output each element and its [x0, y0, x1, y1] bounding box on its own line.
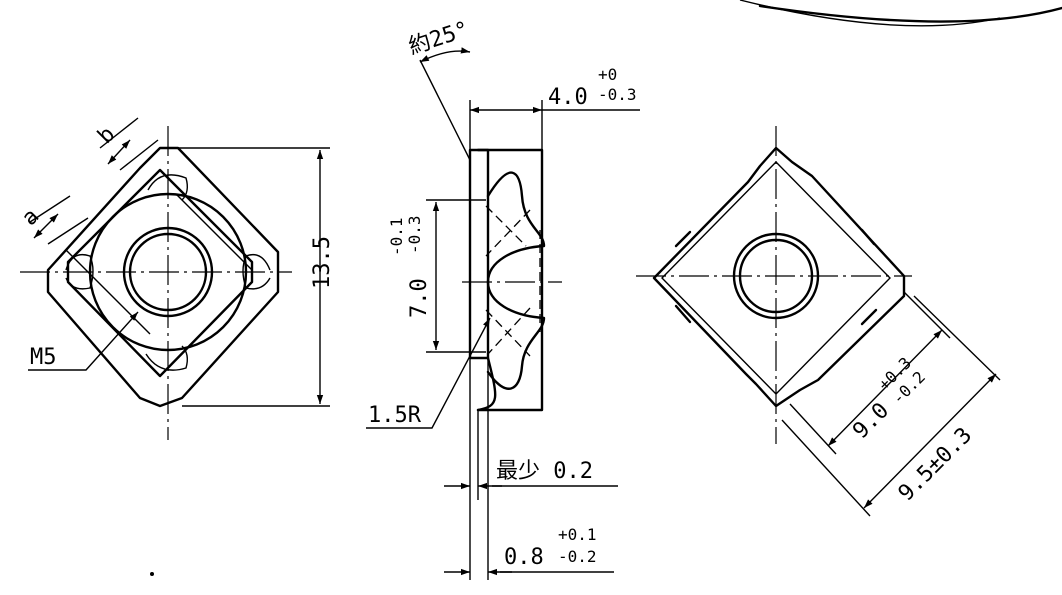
dim-height-side-lower: -0.3 — [405, 215, 424, 254]
label-m5: M5 — [30, 345, 57, 370]
dim-plate-value: 0.8 — [504, 545, 544, 570]
radius-label: 1.5R — [368, 403, 422, 428]
min-label: 最少 0.2 — [496, 459, 593, 484]
front-inner-outline — [66, 168, 254, 378]
back-view: 9.0 +0.3 -0.2 9.5±0.3 — [636, 0, 1062, 517]
dim-height-side-upper: -0.1 — [387, 217, 406, 256]
side-wave-profile — [486, 171, 546, 390]
side-block-outline — [476, 148, 544, 412]
front-lug-top — [147, 174, 189, 201]
front-lug-right — [242, 253, 271, 290]
dim-inner-value: 9.0 — [848, 398, 894, 444]
front-lug-bottom — [145, 345, 189, 371]
dim-height-front: 13.5 — [310, 236, 335, 289]
label-a: a — [17, 204, 44, 231]
dim-plate-upper: +0.1 — [558, 525, 597, 544]
dim-thickness-upper: +0 — [598, 65, 617, 84]
back-outer-outline — [652, 146, 906, 408]
front-outer-outline — [46, 146, 280, 408]
front-view: b a M5 13.5 — [17, 117, 335, 440]
dim-thickness-lower: -0.3 — [598, 85, 637, 104]
front-lug-left — [65, 253, 94, 290]
side-view: 約25° 4.0 +0 -0.3 7.0 -0.1 -0.3 1.5R 最少 0… — [366, 17, 640, 580]
dim-plate-lower: -0.2 — [558, 547, 597, 566]
dim-height-side-value: 7.0 — [407, 278, 432, 318]
dim-thickness-value: 4.0 — [548, 85, 588, 110]
